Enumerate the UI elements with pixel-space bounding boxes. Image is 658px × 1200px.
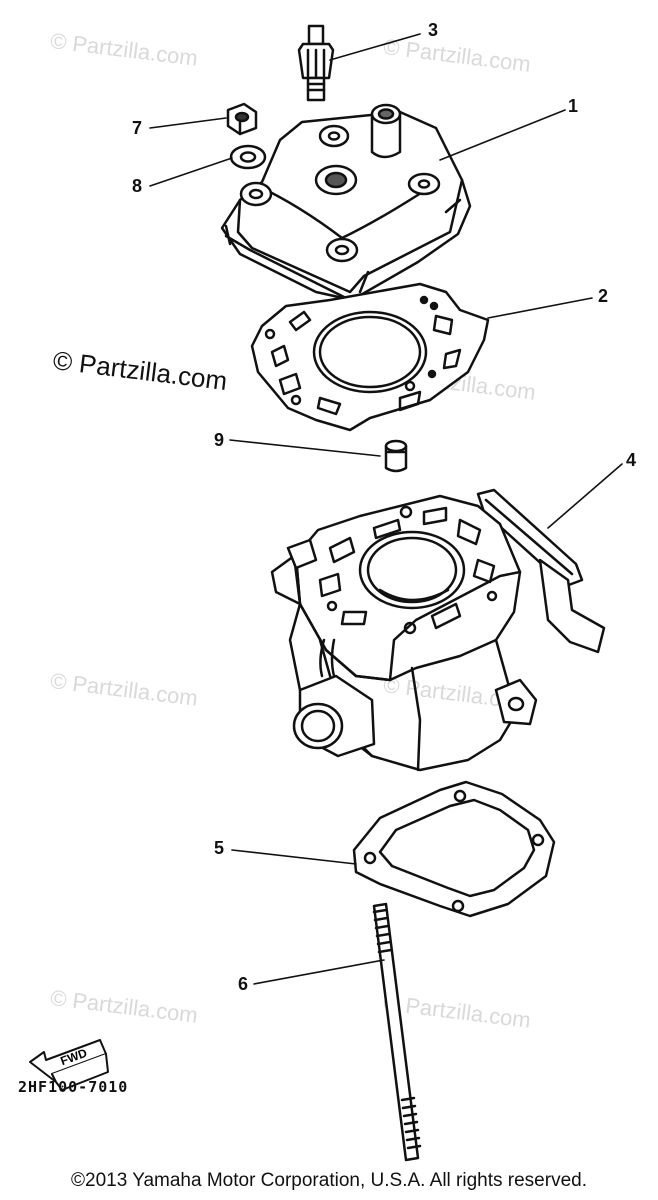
leader-lines: [149, 33, 623, 985]
diagram-code: 2HF100-7010: [18, 1078, 129, 1096]
callout-2: 2: [598, 286, 609, 306]
copyright-notice: ©2013 Yamaha Motor Corporation, U.S.A. A…: [71, 1170, 587, 1191]
cylinder: [270, 488, 606, 772]
callout-9: 9: [214, 430, 225, 450]
callout-6: 6: [238, 974, 249, 994]
callout-4: 4: [626, 450, 637, 470]
cap-nut: [226, 102, 258, 136]
washer: [229, 144, 267, 170]
cylinder-head: [220, 103, 472, 302]
spark-plug: [297, 24, 335, 102]
callout-1: 1: [568, 96, 579, 116]
callout-7: 7: [132, 118, 143, 138]
dowel-pin: [384, 439, 408, 473]
fwd-arrow-icon: [29, 1039, 109, 1091]
callout-8: 8: [132, 176, 143, 196]
callout-5: 5: [214, 838, 225, 858]
callout-3: 3: [428, 20, 439, 40]
base-gasket: [352, 780, 556, 918]
stud-bolt: [372, 902, 422, 1162]
head-gasket: [250, 282, 490, 432]
